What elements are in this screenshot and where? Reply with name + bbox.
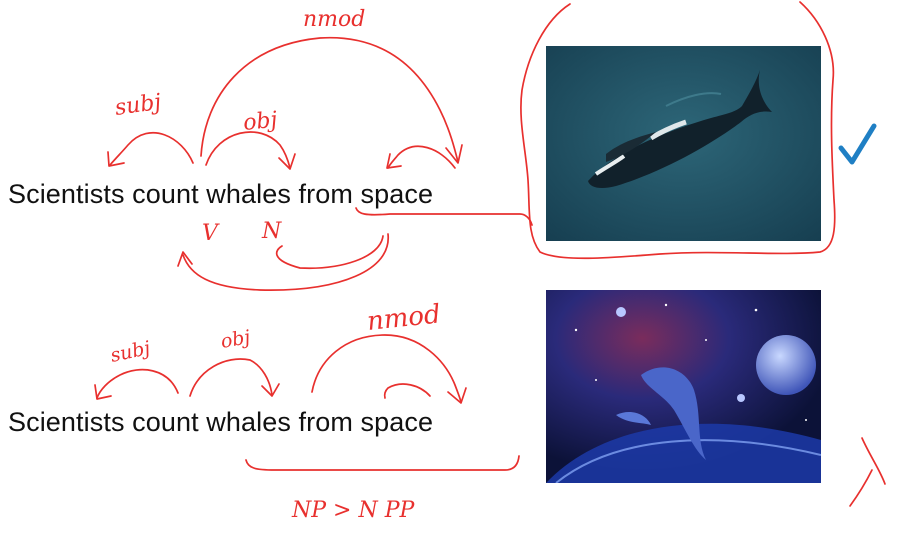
arc-small-top — [387, 145, 456, 169]
label-obj-bottom: obj — [219, 326, 252, 353]
whale-space-image — [546, 290, 821, 483]
arc-bottom-loop-top — [275, 235, 384, 270]
arrowhead-small-top — [386, 153, 402, 169]
arc-nmod-bottom — [311, 334, 462, 403]
whale-space-photo — [546, 290, 821, 483]
cross-icon — [849, 437, 886, 507]
arrowhead-obj-top — [278, 153, 296, 170]
arc-subj-bottom — [96, 368, 179, 399]
label-n-top: N — [261, 219, 282, 244]
arc-small-bottom — [383, 383, 431, 399]
whale-ocean-photo — [546, 46, 821, 241]
arc-nmod-top — [200, 36, 459, 163]
label-nmod-top: nmod — [303, 7, 365, 32]
checkmark-icon — [838, 123, 877, 165]
photo-outline-top — [520, 1, 836, 260]
label-subj-top: subj — [113, 90, 163, 121]
arc-obj-top — [205, 131, 291, 169]
link-line-top — [355, 207, 533, 226]
label-nmod-bottom: nmod — [366, 299, 442, 337]
arc-bottom-loop-big-top — [182, 233, 389, 291]
label-rule-bottom: NP > N PP — [291, 498, 416, 523]
label-subj-bottom: subj — [108, 337, 152, 367]
label-obj-top: obj — [242, 108, 279, 136]
sentence-bottom: Scientists count whales from space — [8, 407, 434, 437]
arrowhead-loop-top — [177, 251, 193, 267]
arrowhead-subj-top — [107, 151, 125, 167]
arrowhead-nmod-top — [445, 144, 463, 164]
bracket-bottom — [245, 455, 520, 471]
arrowhead-obj-bottom — [261, 383, 280, 397]
sentence-top: Scientists count whales from space — [8, 179, 434, 209]
arrowhead-subj-bottom — [94, 384, 112, 400]
whale-ocean-image — [546, 46, 821, 241]
arc-subj-top — [109, 132, 194, 166]
arc-obj-bottom — [189, 358, 273, 397]
arrowhead-nmod-bottom — [447, 387, 467, 404]
label-v-top: V — [202, 221, 220, 246]
